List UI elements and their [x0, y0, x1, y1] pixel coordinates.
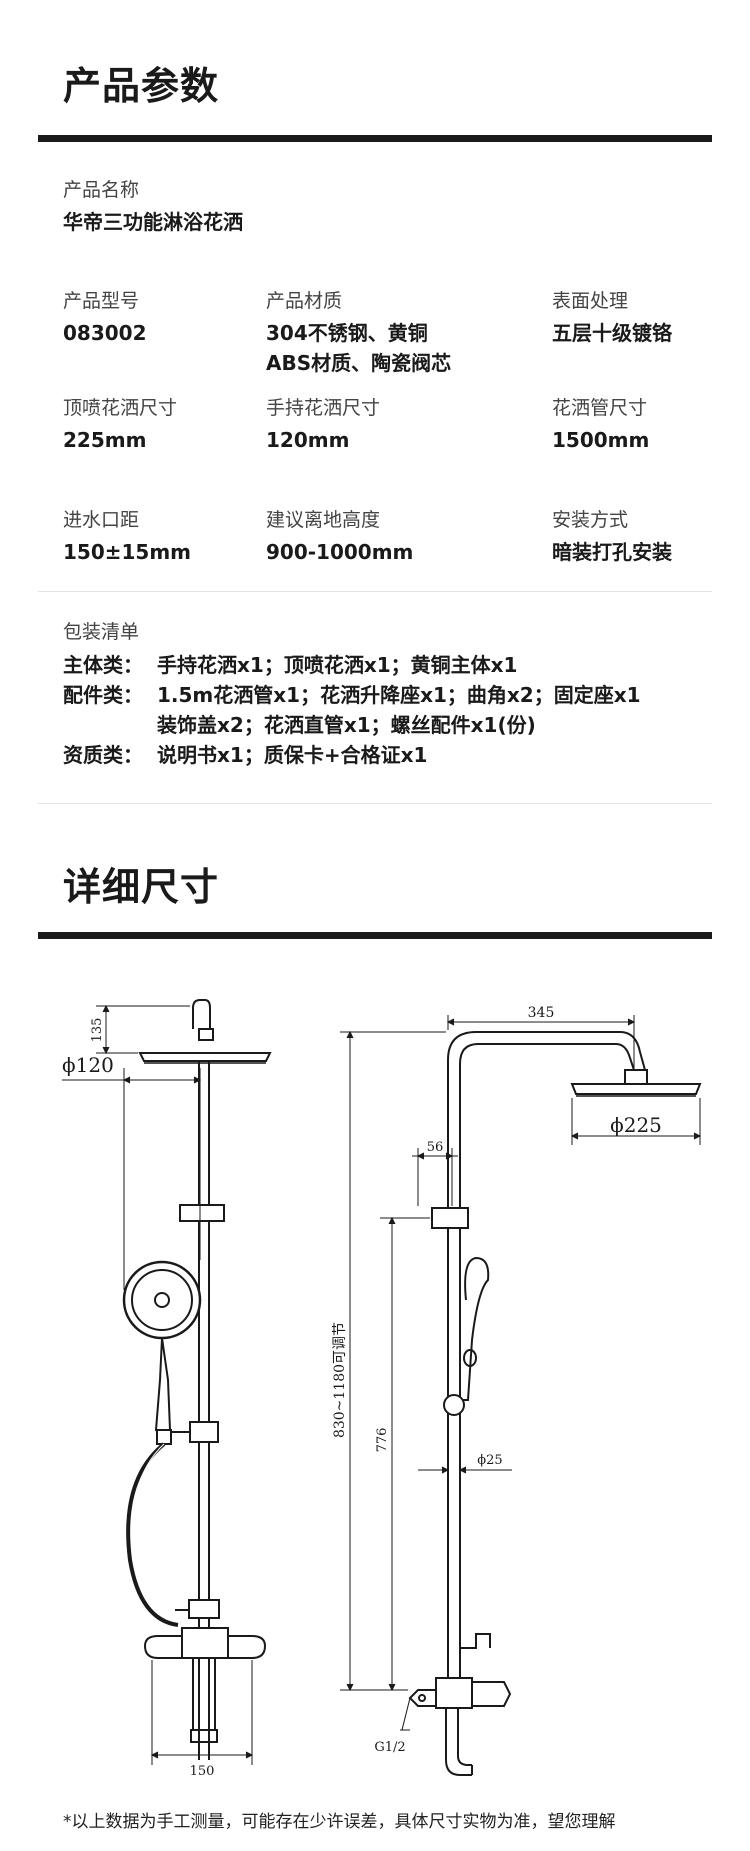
field-model: 产品型号 083002: [63, 289, 147, 348]
section-title-params: 产品参数: [63, 64, 220, 108]
packing-items: 说明书x1；质保卡+合格证x1: [157, 743, 428, 767]
packing-row: 装饰盖x2；花洒直管x1；螺丝配件x1(份): [63, 710, 750, 740]
packing-row: 配件类： 1.5m花洒管x1；花洒升降座x1；曲角x2；固定座x1: [63, 680, 750, 710]
field-label: 产品名称: [63, 179, 140, 201]
dim-label-776: 776: [375, 1428, 390, 1453]
field-value: 225mm: [63, 428, 147, 452]
divider: [38, 803, 712, 804]
dim-label-135: 135: [90, 1018, 105, 1043]
field-product-name: 产品名称 华帝三功能淋浴花洒: [63, 178, 243, 237]
field-value: 083002: [63, 321, 147, 345]
divider: [38, 591, 712, 592]
dim-label-56: 56: [427, 1140, 444, 1155]
section-title-dimensions: 详细尺寸: [63, 865, 220, 909]
field-install-height: 建议离地高度 900-1000mm: [266, 508, 413, 567]
field-label: 顶喷花洒尺寸: [63, 397, 178, 419]
section-divider: [38, 135, 712, 142]
field-value: 900-1000mm: [266, 540, 414, 564]
field-install-method: 安装方式 暗装打孔安装: [552, 508, 672, 567]
packing-items: 1.5m花洒管x1；花洒升降座x1；曲角x2；固定座x1: [157, 683, 641, 707]
footnote: *以上数据为手工测量，可能存在少许误差，具体尺寸实物为准，望您理解: [63, 1812, 616, 1832]
field-material: 产品材质 304不锈钢、黄铜 ABS材质、陶瓷阀芯: [266, 289, 451, 378]
field-hand-shower-size: 手持花洒尺寸 120mm: [266, 396, 380, 455]
packing-category: 配件类：: [63, 683, 143, 707]
field-value: 暗装打孔安装: [552, 540, 672, 564]
dim-label-345: 345: [528, 1005, 555, 1021]
field-label: 安装方式: [552, 509, 629, 531]
packing-row: 主体类： 手持花洒x1；顶喷花洒x1；黄铜主体x1: [63, 650, 750, 680]
section-divider: [38, 932, 712, 939]
packing-category: [63, 710, 157, 740]
field-top-spray-size: 顶喷花洒尺寸 225mm: [63, 396, 177, 455]
packing-items: 手持花洒x1；顶喷花洒x1；黄铜主体x1: [157, 653, 518, 677]
packing-category: 资质类：: [63, 743, 143, 767]
packing-category: 主体类：: [63, 653, 143, 677]
field-label: 产品型号: [63, 290, 140, 312]
field-value: 120mm: [266, 428, 350, 452]
field-value-line2: ABS材质、陶瓷阀芯: [266, 351, 452, 375]
field-label: 进水口距: [63, 509, 140, 531]
field-label: 产品材质: [266, 290, 343, 312]
packing-items: 装饰盖x2；花洒直管x1；螺丝配件x1(份): [157, 713, 536, 737]
dim-label-225: ϕ225: [610, 1113, 662, 1137]
field-value: 五层十级镀铬: [552, 321, 672, 345]
packing-list: 包装清单 主体类： 手持花洒x1；顶喷花洒x1；黄铜主体x1 配件类： 1.5m…: [63, 620, 750, 770]
packing-label: 包装清单: [63, 621, 140, 643]
field-label: 手持花洒尺寸: [266, 397, 381, 419]
dim-label-25: ϕ25: [477, 1453, 502, 1468]
field-label: 花洒管尺寸: [552, 397, 648, 419]
field-value: 华帝三功能淋浴花洒: [63, 210, 243, 234]
field-surface: 表面处理 五层十级镀铬: [552, 289, 672, 348]
dim-label-150: 150: [190, 1764, 215, 1779]
field-hose-size: 花洒管尺寸 1500mm: [552, 396, 649, 455]
field-inlet-distance: 进水口距 150±15mm: [63, 508, 191, 567]
dim-label-g12: G1/2: [374, 1740, 405, 1755]
field-label: 建议离地高度: [266, 509, 381, 531]
dimension-drawing: 135 ϕ120 150 345 ϕ225 56 830~1180可调节 776…: [62, 999, 702, 1779]
field-value: 304不锈钢、黄铜: [266, 321, 428, 345]
field-value: 150±15mm: [63, 540, 192, 564]
field-value: 1500mm: [552, 428, 650, 452]
dim-label-120: ϕ120: [62, 1053, 114, 1077]
field-label: 表面处理: [552, 290, 629, 312]
dim-label-830-1180: 830~1180可调节: [332, 1322, 348, 1438]
packing-row: 资质类： 说明书x1；质保卡+合格证x1: [63, 740, 750, 770]
